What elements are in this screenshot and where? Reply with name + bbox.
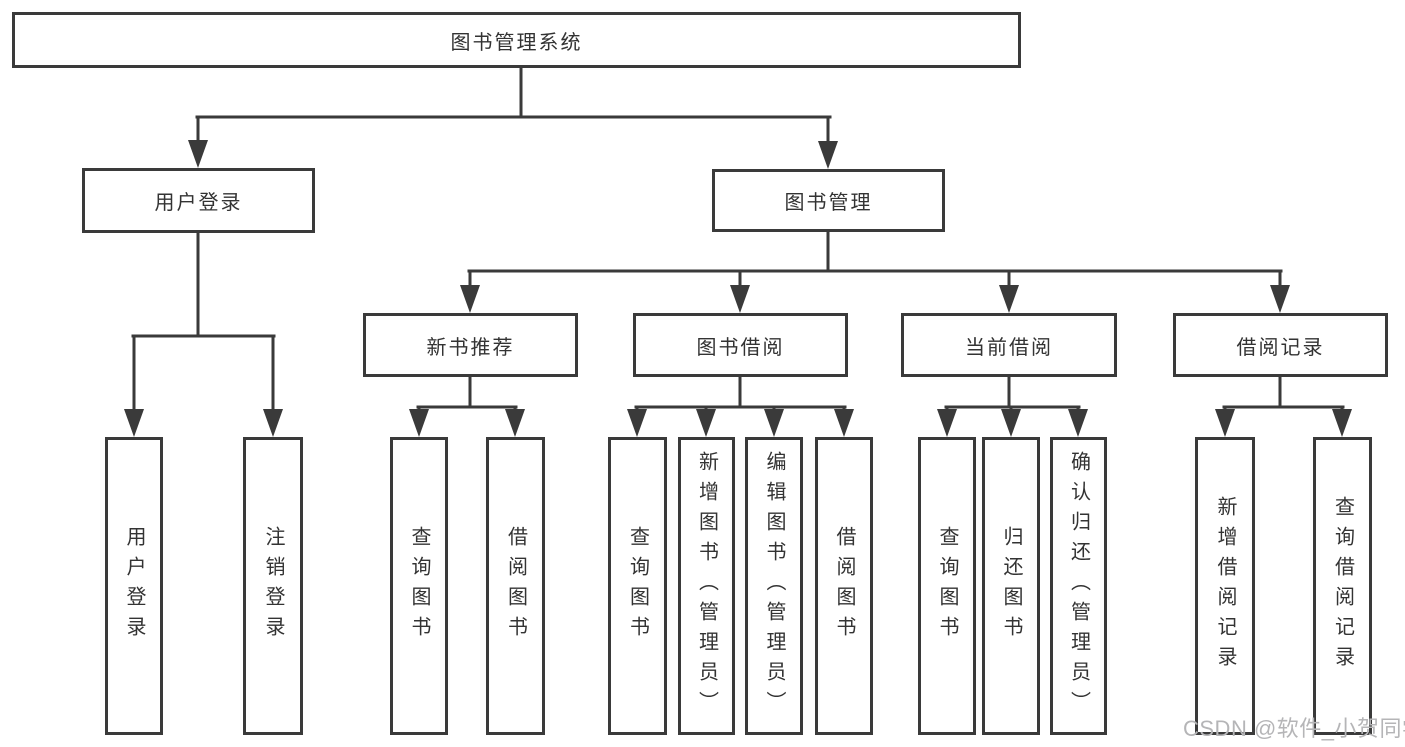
node-new-book-recommendation: 新书推荐: [363, 313, 578, 377]
node-confirm-return-admin: 确认归还（管理员）: [1050, 437, 1107, 735]
node-add-borrow-record: 新增借阅记录: [1195, 437, 1255, 735]
node-query-books-borrowing: 查询图书: [608, 437, 667, 735]
node-book-management: 图书管理: [712, 169, 945, 232]
node-query-books-current: 查询图书: [918, 437, 976, 735]
node-query-books-recommend: 查询图书: [390, 437, 448, 735]
node-current-borrowing: 当前借阅: [901, 313, 1117, 377]
node-library-management-system: 图书管理系统: [12, 12, 1021, 68]
node-return-books: 归还图书: [982, 437, 1040, 735]
csdn-watermark: CSDN @软件_小贺同学: [1183, 716, 1405, 741]
node-borrowing-records: 借阅记录: [1173, 313, 1388, 377]
node-user-login-leaf: 用户登录: [105, 437, 163, 735]
node-logout: 注销登录: [243, 437, 303, 735]
node-book-borrowing: 图书借阅: [633, 313, 848, 377]
node-borrow-books-leaf: 借阅图书: [815, 437, 873, 735]
node-borrow-books-recommend: 借阅图书: [486, 437, 545, 735]
node-add-book-admin: 新增图书（管理员）: [678, 437, 735, 735]
node-query-borrow-record: 查询借阅记录: [1313, 437, 1372, 735]
node-edit-book-admin: 编辑图书（管理员）: [745, 437, 803, 735]
node-user-login: 用户登录: [82, 168, 315, 233]
